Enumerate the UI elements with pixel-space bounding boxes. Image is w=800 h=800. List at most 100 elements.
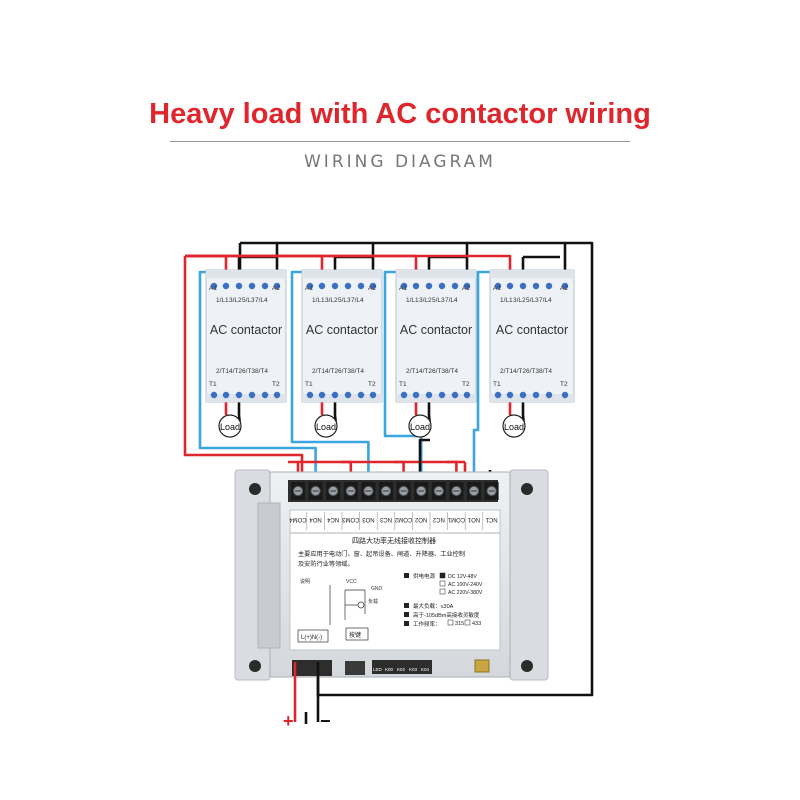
bottom-terminal-label: K04 <box>421 667 430 672</box>
terminal-screw <box>494 282 502 290</box>
terminal-screw <box>344 391 352 399</box>
terminal-label: 7/L4 <box>255 297 268 304</box>
terminal-screw <box>318 391 326 399</box>
power-terminal-block <box>292 660 332 676</box>
contactor-body <box>489 269 575 403</box>
terminal-label: A1 <box>209 285 217 292</box>
terminal-label: 7/L4 <box>351 297 364 304</box>
terminal-label: T1 <box>305 381 313 388</box>
power-option-box <box>439 572 446 579</box>
mount-hole <box>521 483 533 495</box>
mount-hole <box>521 660 533 672</box>
terminal-screw <box>412 282 420 290</box>
terminal-label: 5/L3 <box>432 297 445 304</box>
terminal-screw <box>400 391 408 399</box>
controller-terminal-label: NO1 <box>467 516 480 522</box>
terminal-screw <box>463 282 471 290</box>
controller-label <box>289 509 501 651</box>
terminal-screw <box>222 282 230 290</box>
terminal-label: 8/T4 <box>255 368 268 375</box>
note-label: 说明 <box>300 578 310 585</box>
terminal-screw <box>506 282 514 290</box>
terminal-screw <box>412 391 420 399</box>
terminal-label: T1 <box>209 381 217 388</box>
terminal-label: 5/L3 <box>338 297 351 304</box>
terminal-screw <box>561 282 569 290</box>
terminal-screw <box>344 282 352 290</box>
controller-terminal-label: COM4 <box>289 516 307 522</box>
terminal-label: 6/T3 <box>526 368 539 375</box>
terminal-label: 5/L3 <box>242 297 255 304</box>
power-option: DC 12V-48V <box>448 574 477 580</box>
terminal-label: 7/L4 <box>445 297 458 304</box>
sensitivity: 高于-105dBm高接收灵敏度 <box>413 611 480 619</box>
right-mount-flange <box>509 469 549 681</box>
terminal-screw <box>261 282 269 290</box>
terminal-screw <box>545 282 553 290</box>
controller-desc-1: 主要应用于电动门、窗、起吊设备、闸道、升降器、工业控制 <box>298 550 465 558</box>
terminal-label: 6/T3 <box>338 368 351 375</box>
terminal-screw <box>494 391 502 399</box>
controller-terminal-label: COM3 <box>341 516 359 522</box>
terminal-screw <box>248 391 256 399</box>
mount-hole <box>249 660 261 672</box>
contactor-name: AC contactor <box>496 323 568 337</box>
terminal-screw <box>357 391 365 399</box>
terminal-label: 1/L1 <box>500 297 513 304</box>
terminal-label: 5/L3 <box>526 297 539 304</box>
controller-terminal-label: NO4 <box>309 516 322 522</box>
mount-hole <box>249 483 261 495</box>
contactor-body <box>205 269 287 403</box>
terminal-screw <box>451 391 459 399</box>
controller-terminal-label: NC4 <box>327 516 340 522</box>
power-option: AC 220V-380V <box>448 590 483 596</box>
terminal-screw <box>519 282 527 290</box>
load-circle <box>314 414 338 438</box>
terminal-screw <box>306 391 314 399</box>
terminal-label: T1 <box>399 381 407 388</box>
bottom-terminal-label: K02 <box>397 667 406 672</box>
contactor-name: AC contactor <box>306 323 378 337</box>
terminal-label: 8/T4 <box>445 368 458 375</box>
controller-terminal-label: NC2 <box>432 516 445 522</box>
terminal-screw <box>425 391 433 399</box>
controller-terminal-label: NC3 <box>379 516 392 522</box>
supply-minus: − <box>320 711 331 731</box>
mini-schematic <box>329 585 366 625</box>
load-circle <box>218 414 242 438</box>
contactor-name: AC contactor <box>210 323 282 337</box>
terminal-label: 4/T2 <box>229 368 242 375</box>
bottom-terminal-label: K03 <box>409 667 418 672</box>
freq-label: 工作频率： <box>413 620 441 628</box>
terminal-screw <box>273 282 281 290</box>
terminal-screw <box>369 282 377 290</box>
load-small-label: 负载 <box>368 598 378 605</box>
terminal-screw <box>210 282 218 290</box>
terminal-label: T2 <box>272 381 280 388</box>
power-label: 供电电源 <box>413 572 436 580</box>
button-label: 按键 <box>349 631 361 639</box>
terminal-label: A2 <box>272 285 280 292</box>
load-circle <box>408 414 432 438</box>
power-option-box <box>439 580 446 587</box>
terminal-label: 3/L2 <box>513 297 526 304</box>
button-connector <box>345 661 365 675</box>
lamp-icon <box>357 601 365 609</box>
title-divider <box>170 141 630 142</box>
terminal-label: 2/T1 <box>216 368 229 375</box>
gnd-label: GND <box>371 586 383 592</box>
load-circle <box>502 414 526 438</box>
controller-terminal-label: COM2 <box>394 516 412 522</box>
terminal-label: T2 <box>368 381 376 388</box>
terminal-screw <box>506 391 514 399</box>
load-label: Load <box>316 422 336 432</box>
terminal-label: A2 <box>560 285 568 292</box>
freq-315: 315 <box>455 621 464 627</box>
contactor-body <box>395 269 477 403</box>
terminal-label: 2/T1 <box>500 368 513 375</box>
terminal-label: 1/L1 <box>216 297 229 304</box>
terminal-label: 6/T3 <box>432 368 445 375</box>
side-rib <box>257 502 281 649</box>
